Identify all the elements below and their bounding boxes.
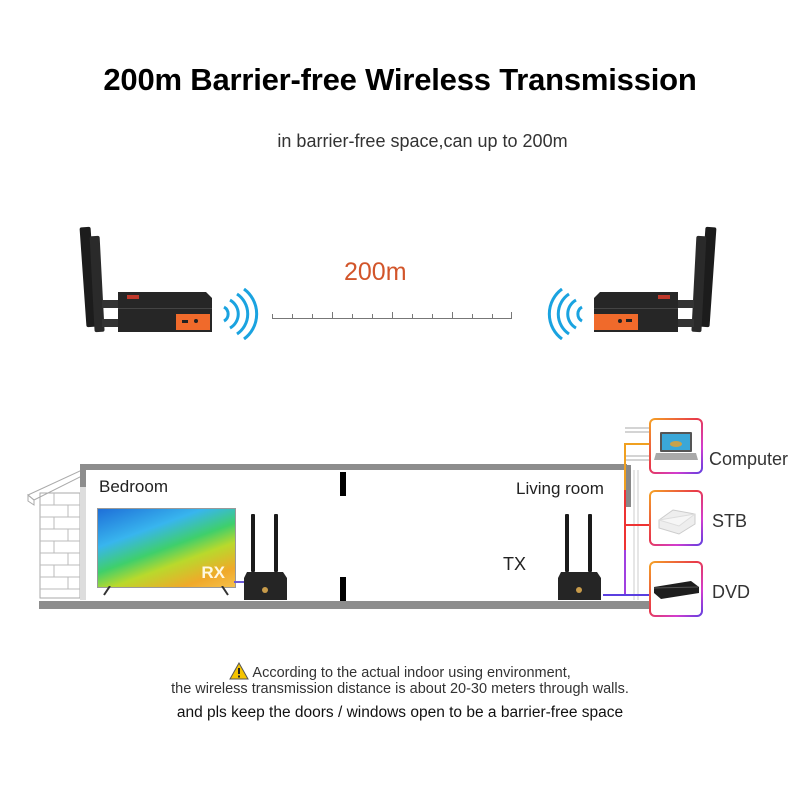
dvd-source [649,561,703,617]
rx-tag: RX [201,563,225,582]
stb-source [649,490,703,546]
computer-source [649,418,703,474]
note-text-3: and pls keep the doors / windows open to… [176,704,624,721]
set-top-box-icon [658,509,696,535]
warning-triangle-icon [229,661,250,680]
page-subtitle: in barrier-free space,can up to 200m [277,131,568,151]
receiver-unit-icon [594,226,717,333]
wifi-signal-icon [223,288,259,340]
note-line-1: According to the actual indoor using env… [0,661,800,681]
brick-wall-icon [27,469,83,599]
source-label-stb: STB [712,511,748,531]
laptop-icon [654,432,698,460]
partition-top [340,472,346,496]
room-label-bedroom: Bedroom [99,477,168,496]
tx-tag: TX [503,554,527,574]
source-cables [603,427,650,600]
dvd-player-icon [653,581,699,599]
floor-line [39,601,659,609]
partition-bottom [340,577,346,601]
outer-wall [80,465,86,600]
distance-ruler [272,312,512,319]
note-text-1: According to the actual indoor using env… [252,665,571,681]
source-label-computer: Computer [709,449,789,469]
transmitter-unit-icon [79,226,212,333]
source-label-dvd: DVD [712,582,751,602]
rx-receiver-icon [244,514,287,600]
wall-post [80,465,86,487]
room-label-living-room: Living room [516,479,604,498]
tv-stand-icon [103,586,229,596]
hdmi-cable-rx [234,581,246,583]
ceiling-line [80,464,627,470]
page-title: 200m Barrier-free Wireless Transmission [103,62,697,97]
tx-transmitter-icon [558,514,601,600]
tv-screen: RX [97,508,236,588]
note-text-2: the wireless transmission distance is ab… [171,681,629,697]
distance-label: 200m [344,258,407,286]
wifi-signal-icon [547,288,583,340]
